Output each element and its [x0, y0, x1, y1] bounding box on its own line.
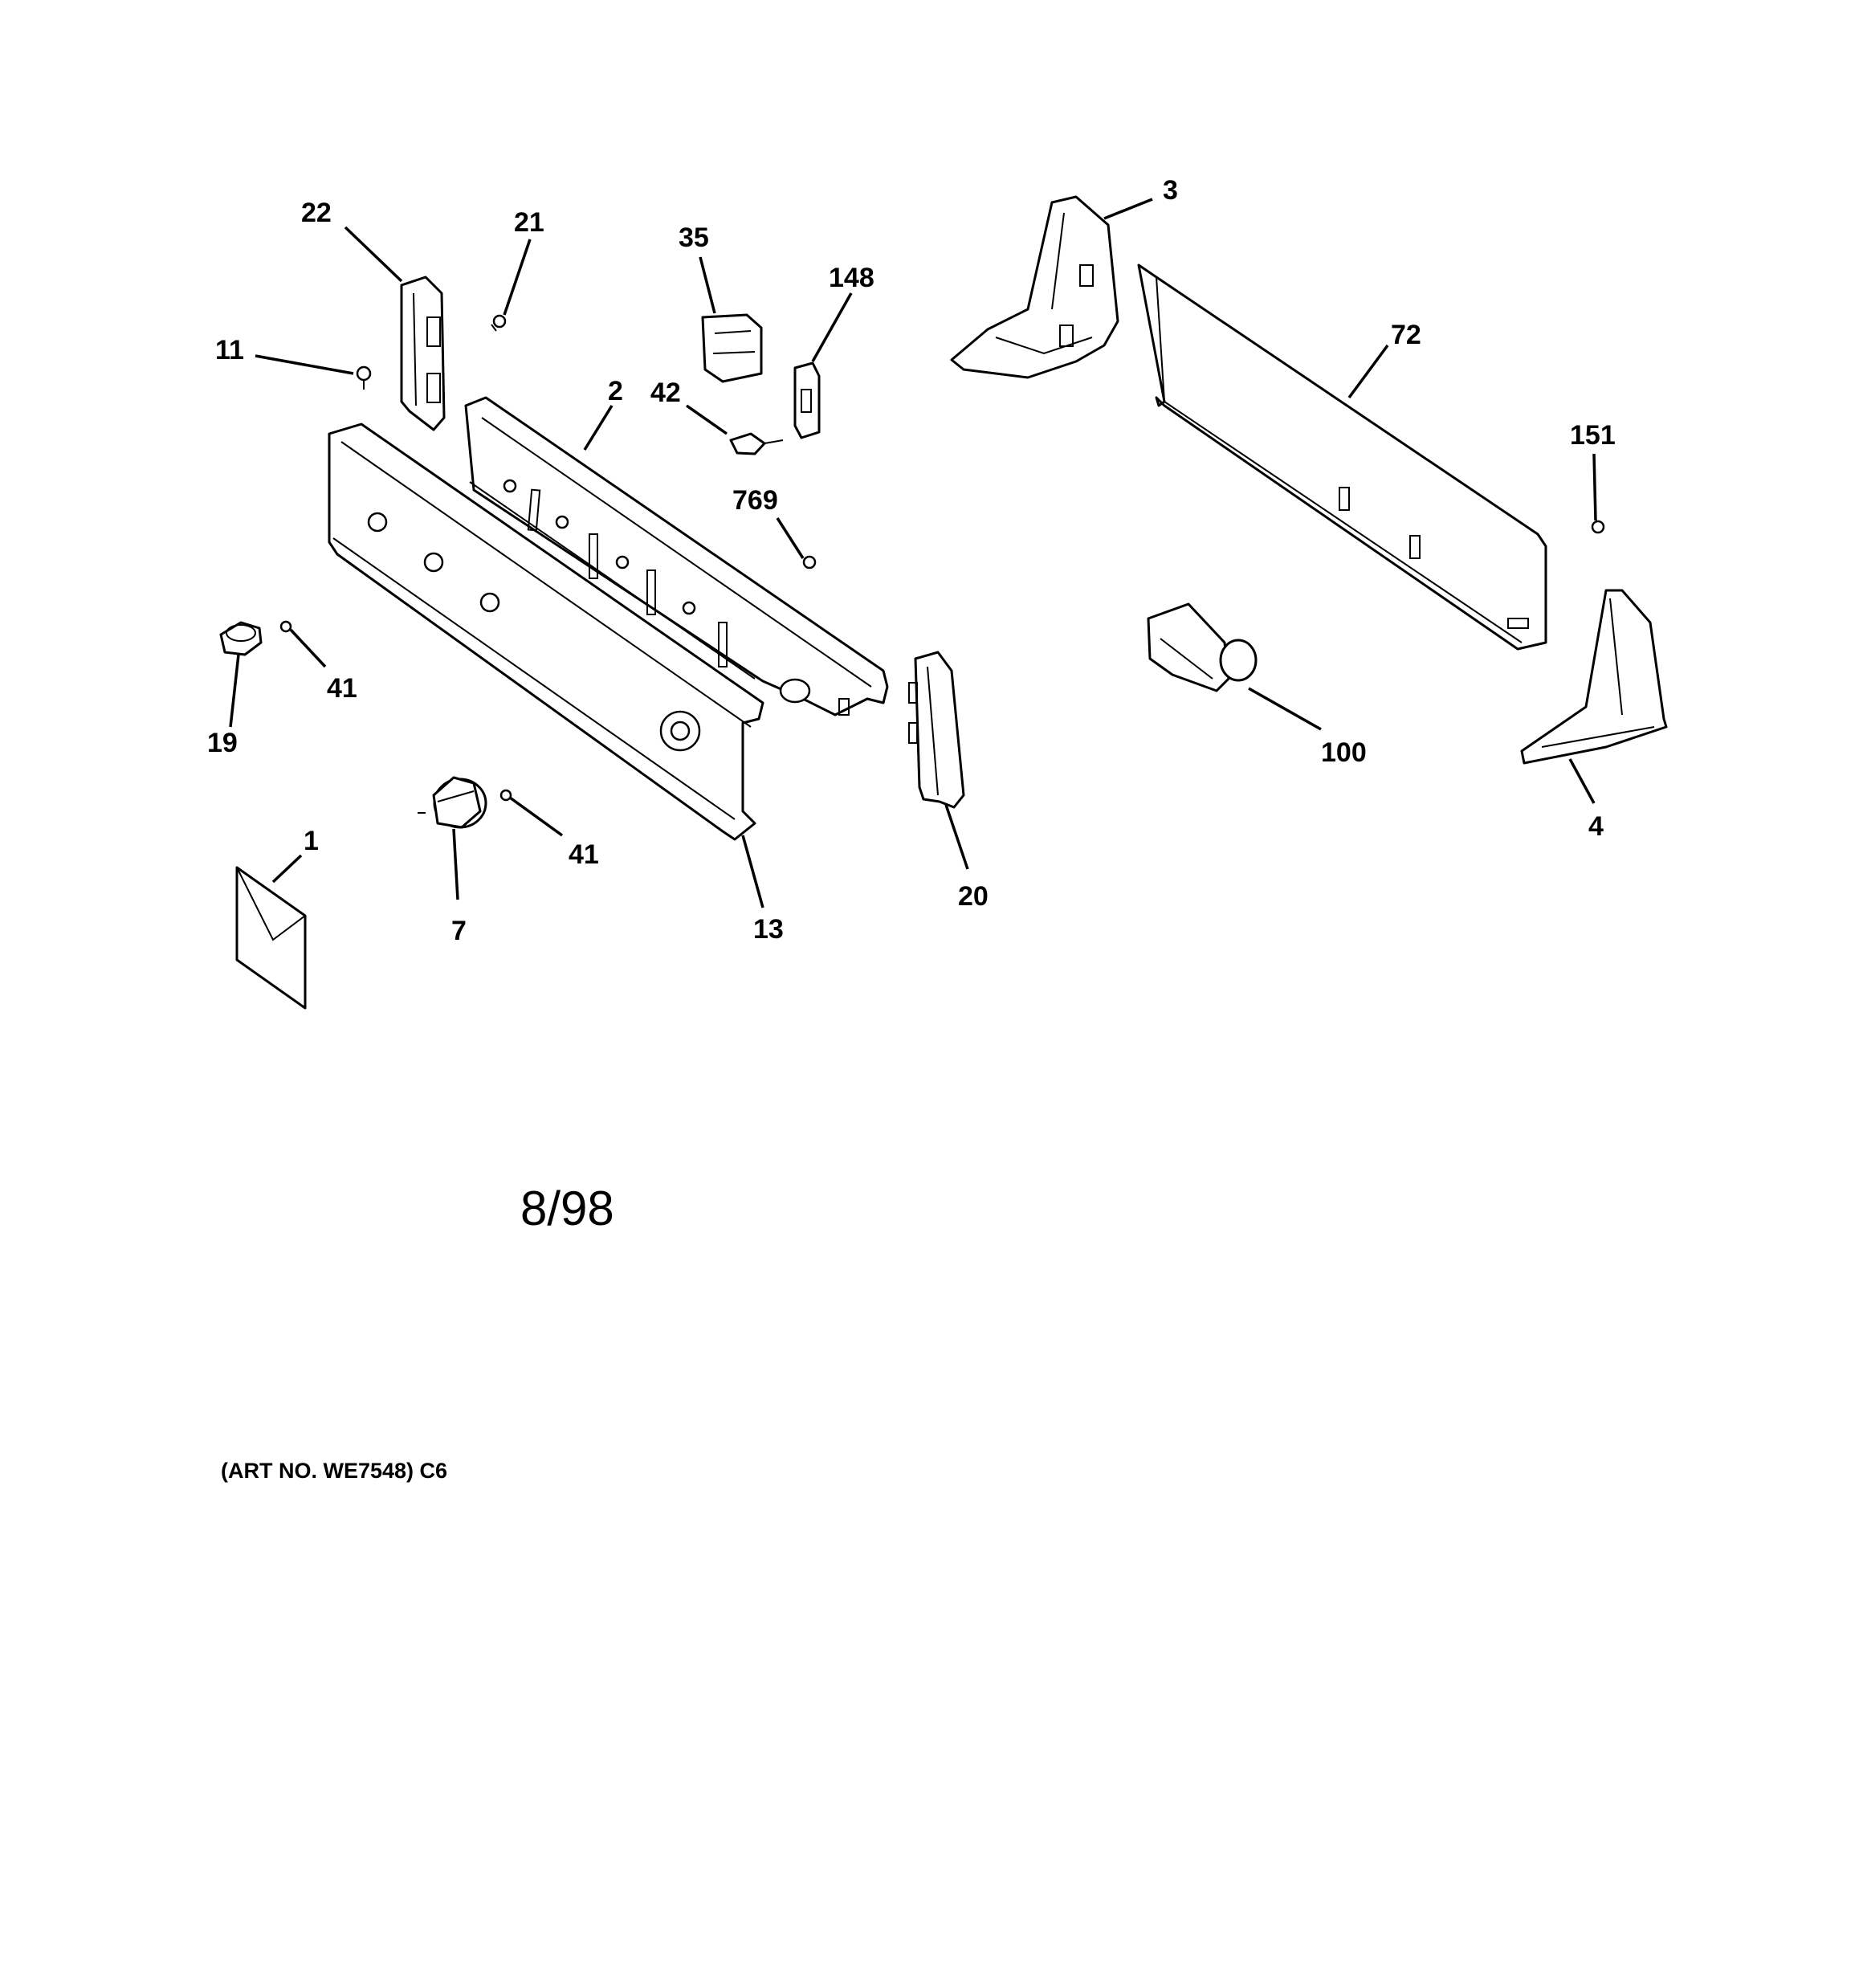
date-code: 8/98	[520, 1182, 614, 1235]
callout-42: 42	[650, 378, 681, 408]
callout-13: 13	[753, 914, 784, 945]
part-72-back-panel	[1137, 263, 1547, 651]
part-42-clip	[729, 432, 784, 455]
part-151-screw	[1591, 520, 1605, 534]
callout-19: 19	[207, 728, 238, 758]
callout-20: 20	[958, 881, 989, 912]
callout-2: 2	[608, 376, 623, 406]
callout-22: 22	[301, 198, 332, 228]
art-number: (ART NO. WE7548) C6	[221, 1459, 447, 1483]
part-41-set-screw-upper	[279, 620, 292, 633]
part-11-screw	[356, 365, 372, 390]
leader-lines	[229, 198, 1597, 908]
callout-3: 3	[1163, 175, 1178, 206]
part-1-literature	[235, 866, 307, 1010]
callout-41-upper: 41	[327, 673, 357, 704]
part-35-switch	[701, 313, 763, 383]
callout-21: 21	[514, 207, 544, 238]
part-7-knob	[418, 776, 487, 829]
callout-769: 769	[732, 485, 778, 516]
callout-7: 7	[451, 916, 467, 946]
callout-72: 72	[1391, 320, 1421, 350]
callout-151: 151	[1570, 420, 1616, 451]
part-4-bracket	[1520, 589, 1668, 765]
part-13-front-panel	[328, 423, 764, 841]
part-769-screw	[802, 555, 817, 569]
callout-148: 148	[829, 263, 874, 293]
part-2-control-panel	[464, 396, 889, 716]
callout-100: 100	[1321, 737, 1367, 768]
part-20-end-cap	[908, 651, 965, 809]
part-3-bracket	[950, 195, 1119, 379]
callout-35: 35	[679, 222, 709, 253]
callout-1: 1	[304, 826, 319, 856]
part-22-end-cap	[400, 276, 446, 431]
part-41-set-screw-lower	[499, 789, 512, 802]
callout-4: 4	[1588, 811, 1604, 842]
part-21-screw	[491, 314, 507, 332]
callout-11: 11	[215, 335, 244, 365]
part-100-timer	[1147, 602, 1258, 692]
callout-41-lower: 41	[569, 839, 599, 870]
part-148-bracket	[793, 361, 821, 439]
part-19-knob	[219, 621, 263, 656]
